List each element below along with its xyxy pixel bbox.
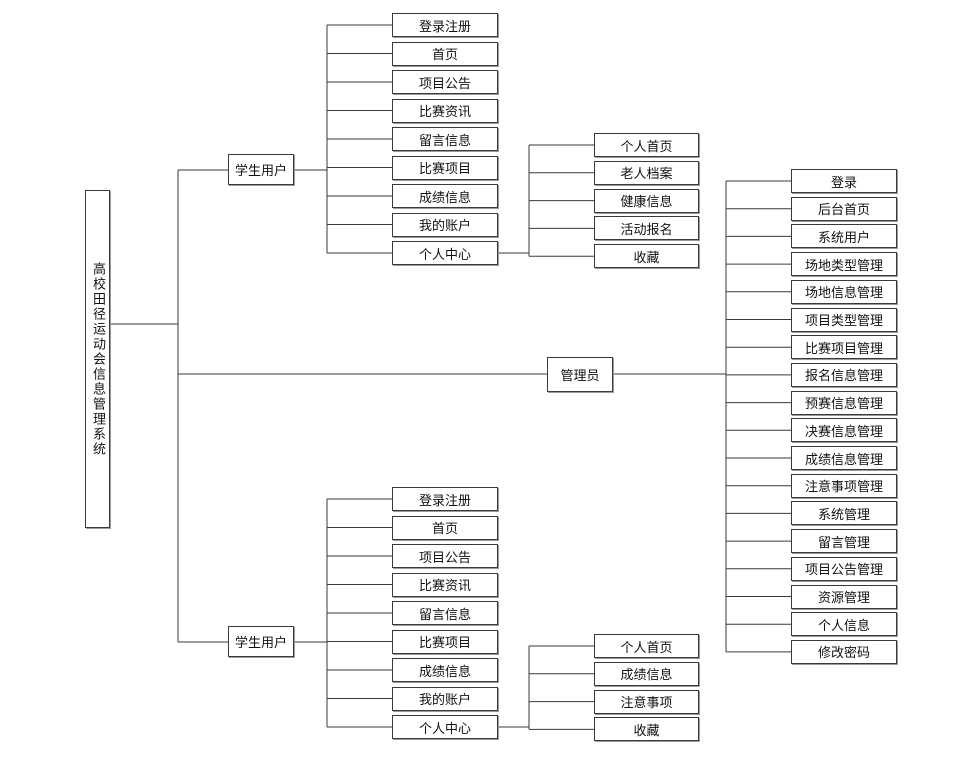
- student-top-sub-item: 老人档案: [594, 160, 699, 185]
- student-top-sub-item: 活动报名: [594, 216, 699, 241]
- admin-item: 报名信息管理: [791, 362, 897, 387]
- student-bottom-item: 比赛资讯: [392, 572, 498, 597]
- student-top-item: 比赛项目: [392, 155, 498, 180]
- admin-item: 修改密码: [791, 639, 897, 664]
- student-bottom-sub-item: 注意事项: [594, 689, 699, 714]
- student-bottom-sub-item: 成绩信息: [594, 661, 699, 686]
- student-top-item: 成绩信息: [392, 184, 498, 208]
- student-bottom-item: 个人中心: [392, 715, 498, 739]
- student-top-item: 项目公告: [392, 70, 498, 94]
- student-top-item: 登录注册: [392, 13, 498, 37]
- admin-item: 系统用户: [791, 224, 897, 249]
- student-bottom-item: 成绩信息: [392, 658, 498, 682]
- admin-item: 留言管理: [791, 529, 897, 554]
- student-top-item: 比赛资讯: [392, 98, 498, 123]
- admin-item: 决赛信息管理: [791, 418, 897, 443]
- student-bottom-item: 比赛项目: [392, 629, 498, 654]
- admin-item: 资源管理: [791, 584, 897, 609]
- student-user-node-bottom: 学生用户: [228, 626, 294, 657]
- student-top-item: 首页: [392, 41, 498, 66]
- admin-item: 成绩信息管理: [791, 446, 897, 470]
- student-top-sub-item: 收藏: [594, 244, 699, 269]
- admin-node: 管理员: [547, 357, 613, 392]
- admin-item: 场地类型管理: [791, 252, 897, 277]
- admin-item: 系统管理: [791, 501, 897, 526]
- admin-item: 场地信息管理: [791, 279, 897, 304]
- admin-item: 项目公告管理: [791, 556, 897, 581]
- student-user-node-top: 学生用户: [228, 154, 294, 185]
- student-bottom-item: 留言信息: [392, 601, 498, 625]
- student-top-sub-item: 个人首页: [594, 133, 699, 157]
- student-top-item: 我的账户: [392, 212, 498, 237]
- admin-item: 注意事项管理: [791, 473, 897, 498]
- student-top-item: 个人中心: [392, 241, 498, 265]
- admin-item: 个人信息: [791, 612, 897, 637]
- student-bottom-item: 项目公告: [392, 544, 498, 568]
- admin-item: 登录: [791, 169, 897, 193]
- student-top-item: 留言信息: [392, 127, 498, 151]
- student-top-sub-item: 健康信息: [594, 188, 699, 213]
- admin-item: 比赛项目管理: [791, 335, 897, 360]
- root-node: 高校田径运动会信息管理系统: [85, 190, 110, 528]
- admin-item: 预赛信息管理: [791, 390, 897, 415]
- admin-item: 后台首页: [791, 196, 897, 221]
- admin-item: 项目类型管理: [791, 307, 897, 332]
- student-bottom-sub-item: 收藏: [594, 717, 699, 742]
- student-bottom-item: 我的账户: [392, 686, 498, 711]
- student-bottom-sub-item: 个人首页: [594, 634, 699, 658]
- student-bottom-item: 登录注册: [392, 487, 498, 511]
- student-bottom-item: 首页: [392, 515, 498, 540]
